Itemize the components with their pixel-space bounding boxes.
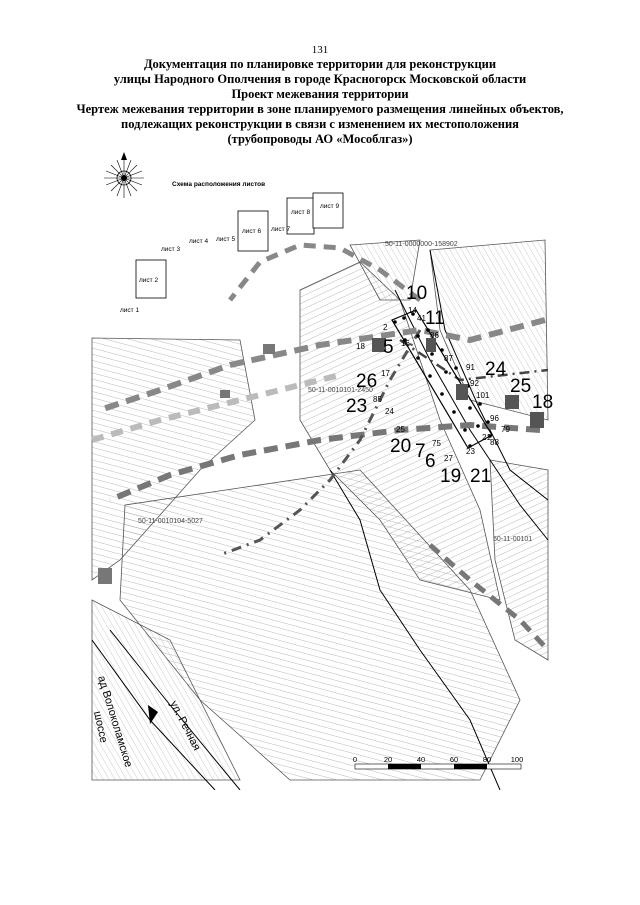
map-canvas: Схема расположения листов лист 1 лист 2 … [91,152,553,791]
point-label-11: 11 [425,308,445,329]
map: Схема расположения листов лист 1 лист 2 … [0,150,640,791]
building-8 [98,568,112,584]
big-point-labels: 10 11 5 26 23 24 25 18 20 7 6 19 21 [346,283,553,487]
cadastral-label-4: 50-11-00101 [493,536,532,543]
point-label-88: 88 [490,438,499,447]
corridor [98,309,544,584]
point-label-17: 17 [381,369,390,378]
building-6 [263,344,275,354]
title-line-4: Чертеж межевания территории в зоне плани… [76,102,564,116]
sheet-6-frame [237,210,269,252]
cadastral-label-2: 50-11-0010101-2450 [308,387,373,394]
point-label-24: 24 [485,359,507,380]
sheet-9-frame [312,192,344,229]
parcel-southwest [91,599,241,781]
point-label-27: 27 [444,454,453,463]
compass-rose-icon [104,152,144,198]
point-label-85: 85 [373,395,382,404]
point-label-41: 41 [417,314,426,323]
cadastral-label-1: 50-11-0000000-158902 [385,241,458,248]
point-label-96: 96 [490,414,499,423]
page-number: 131 [311,44,329,56]
point-label-18: 18 [532,392,553,413]
point-label-91: 91 [466,363,475,372]
building-3 [456,384,468,400]
sheet-3-label: лист 3 [161,246,180,253]
point-label-23: 23 [346,396,367,417]
building-4 [505,395,519,409]
sheet-1-label: лист 1 [120,307,139,314]
building-2 [426,338,436,352]
sheet-scheme: Схема расположения листов лист 1 лист 2 … [120,181,344,314]
scale-tick-60: 60 [450,755,458,764]
point-label-7: 7 [415,441,426,462]
point-label-6: 6 [425,451,436,472]
sheet-2-frame [135,259,167,299]
parcel-east [489,459,549,661]
building-1 [372,338,386,352]
point-label-92: 92 [470,379,479,388]
scale-bar: 0 20 40 60 80 100 [353,755,524,770]
boundary-lines [91,242,550,652]
point-label-101: 101 [476,391,490,400]
sheet-6-label: лист 6 [242,228,261,235]
title-line-3: Проект межевания территории [231,87,409,101]
title-block: Документация по планировке территории дл… [20,57,620,147]
scale-tick-40: 40 [417,755,425,764]
sheet-4-label: лист 4 [189,238,208,245]
point-label-24: 24 [385,407,394,416]
point-label-87: 87 [444,354,453,363]
scale-tick-0: 0 [353,755,357,764]
scale-tick-80: 80 [483,755,491,764]
point-label-16: 16 [401,339,410,348]
sheet-2-label: лист 2 [139,277,158,284]
building-7 [220,390,230,398]
point-label-75: 75 [432,439,441,448]
point-label-86: 86 [430,331,439,340]
cadastral-label-3: 50-11-0010104-5027 [138,518,203,525]
scheme-title: Схема расположения листов [172,181,265,188]
sheet-9-label: лист 9 [320,203,339,210]
building-5 [530,412,544,428]
point-label-5: 5 [383,337,394,358]
small-point-labels: 14 41 86 18 2 16 87 91 17 85 92 101 24 2… [356,306,510,463]
point-label-18: 18 [356,342,365,351]
point-label-10: 10 [406,283,427,304]
title-line-1: Документация по планировке территории дл… [143,57,497,71]
point-label-23: 23 [466,447,475,456]
point-label-25: 25 [510,376,531,397]
title-line-5: подлежащих реконструкции в связи с измен… [121,117,519,131]
title-line-2: улицы Народного Ополчения в городе Красн… [113,72,527,86]
scale-tick-20: 20 [384,755,392,764]
point-label-21: 21 [470,466,491,487]
title-line-6: (трубопроводы АО «Мособлгаз») [227,132,413,146]
cadastral-labels: 50-11-0000000-158902 50-11-0010101-2450 … [138,241,532,543]
parcel-northeast [429,239,549,421]
sheet-7-label: лист 7 [271,226,290,233]
point-label-26: 26 [356,371,377,392]
point-label-2: 2 [383,323,388,332]
point-label-79: 79 [501,425,510,434]
sheet-8-label: лист 8 [291,209,310,216]
scale-tick-100: 100 [511,755,524,764]
sheet-5-label: лист 5 [216,236,235,243]
point-label-25: 25 [396,425,405,434]
point-label-21: 21 [482,433,491,442]
point-label-20: 20 [390,436,411,457]
sheet-8-frame [286,197,315,235]
point-label-19: 19 [440,466,461,487]
parcels [91,239,549,781]
north-arrow-icon [148,705,158,724]
point-label-14: 14 [408,306,417,315]
